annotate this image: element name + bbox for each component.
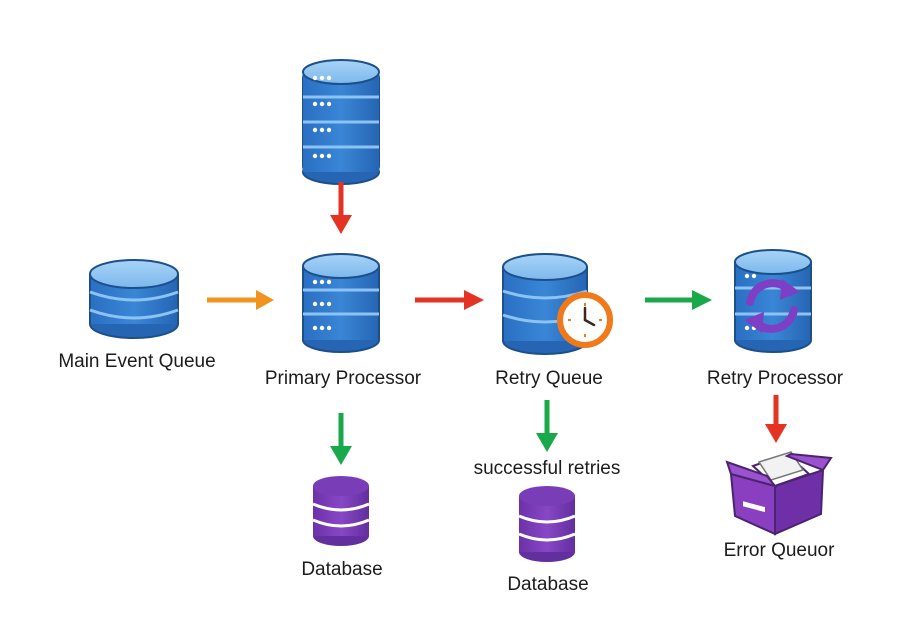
arrow-retry-queue-to-processor [645, 290, 712, 310]
arrow-retry-processor-to-error [765, 395, 787, 443]
primary-processor-icon [302, 253, 380, 353]
arrow-retry-queue-to-successful [536, 400, 558, 452]
retry-queue-label: Retry Queue [495, 368, 603, 389]
source-server-icon [302, 59, 380, 185]
arrow-source-to-primary [330, 182, 352, 234]
retry-database-icon [518, 486, 576, 562]
error-queue-label: Error Queuor [723, 540, 835, 561]
primary-database-icon [312, 476, 370, 546]
main-event-queue-icon [89, 259, 179, 339]
retry-database-label: Database [507, 574, 589, 595]
arrow-primary-to-database [330, 413, 352, 465]
refresh-icon [744, 279, 800, 333]
retry-processor-label: Retry Processor [706, 368, 844, 389]
primary-database-label: Database [301, 559, 383, 580]
arrow-main-to-primary [207, 290, 274, 310]
primary-processor-label: Primary Processor [264, 368, 422, 389]
main-event-queue-label: Main Event Queue [58, 351, 216, 372]
clock-icon [557, 292, 613, 348]
arrow-primary-to-retry-queue [415, 290, 484, 310]
successful-retries-label: successful retries [473, 458, 621, 479]
error-queue-box-icon [725, 451, 833, 536]
